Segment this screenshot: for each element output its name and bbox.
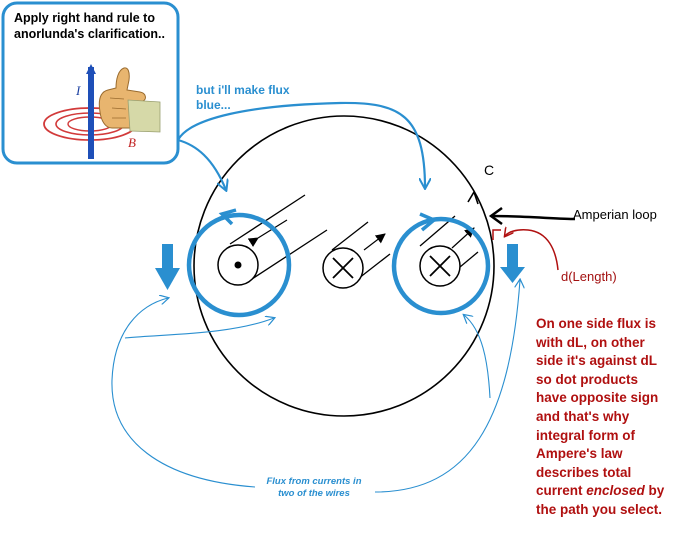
flux-source-note-line: Flux from currents in [266, 476, 362, 487]
explanation-emphasis: enclosed [586, 483, 645, 499]
conductor-wire [88, 67, 94, 159]
explanation-line: have opposite sign [536, 390, 659, 406]
amperian-loop-label: Amperian loop [573, 207, 657, 222]
flux-color-note-line: but i'll make flux [196, 83, 290, 97]
explanation-note: On one side flux is with dL, on other si… [536, 315, 685, 520]
flux-direction-icon [218, 208, 237, 226]
dl-pointer-arrow [505, 230, 559, 271]
flux-down-arrow-left [155, 244, 180, 290]
flux-note-arrow-right-b [464, 315, 491, 399]
flux-loop-left [186, 212, 292, 318]
right-hand-rule-inset [1, 1, 180, 165]
flux-note-arrow-left-a [111, 298, 256, 488]
flux-loop-right [391, 216, 491, 316]
explanation-line: and that's why [536, 408, 630, 424]
flux-source-note: Flux from currents in two of the wires [252, 476, 376, 500]
wire-out-of-page [217, 194, 328, 286]
loop-direction-arrow-icon [467, 190, 479, 205]
explanation-line: side it's against dL [536, 353, 657, 369]
cross-symbol-icon [429, 255, 451, 277]
wire-into-page-middle [322, 221, 391, 289]
inset-title: Apply right hand rule to anorlunda's cla… [14, 10, 165, 42]
wire-into-page-right [419, 215, 479, 287]
flux-note-arrow-right-a [374, 280, 520, 493]
flux-source-note-line: two of the wires [278, 488, 350, 499]
flux-note-arrow-left-b [124, 318, 274, 339]
explanation-line: Ampere's law [536, 446, 623, 462]
inset-title-line: Apply right hand rule to [14, 11, 155, 25]
right-hand-thumb-icon [98, 67, 161, 133]
pointer-arrow-left [177, 138, 226, 190]
flux-color-note-line: blue... [196, 98, 231, 112]
explanation-line: the path you select. [536, 501, 663, 517]
loop-pointer-line [492, 214, 576, 221]
explanation-text: current [536, 483, 587, 499]
contour-label: C [484, 162, 495, 178]
explanation-line: describes total [536, 464, 632, 480]
dot-symbol-icon [234, 261, 242, 269]
explanation-line: with dL, on other [536, 334, 645, 350]
explanation-line: integral form of [536, 427, 636, 443]
flux-color-note: but i'll make flux blue... [196, 83, 290, 113]
dl-label: d(Length) [561, 269, 617, 284]
inset-title-line: anorlunda's clarification.. [14, 27, 165, 41]
amperian-loop [193, 115, 495, 417]
loop-pointer-arrowhead [488, 206, 503, 226]
cross-symbol-icon [332, 257, 354, 279]
explanation-line: so dot products [536, 371, 638, 387]
dl-element-icon [492, 229, 501, 240]
pointer-arrow-right [177, 101, 425, 188]
current-symbol-label: I [76, 83, 81, 98]
flux-direction-icon [419, 212, 438, 232]
flux-down-arrow-right [500, 244, 525, 283]
explanation-line: current enclosed by [536, 482, 685, 501]
explanation-text: by [644, 483, 665, 499]
field-symbol-label: B [128, 135, 136, 150]
current-direction-icon [86, 64, 96, 74]
explanation-line: On one side flux is [536, 316, 657, 331]
